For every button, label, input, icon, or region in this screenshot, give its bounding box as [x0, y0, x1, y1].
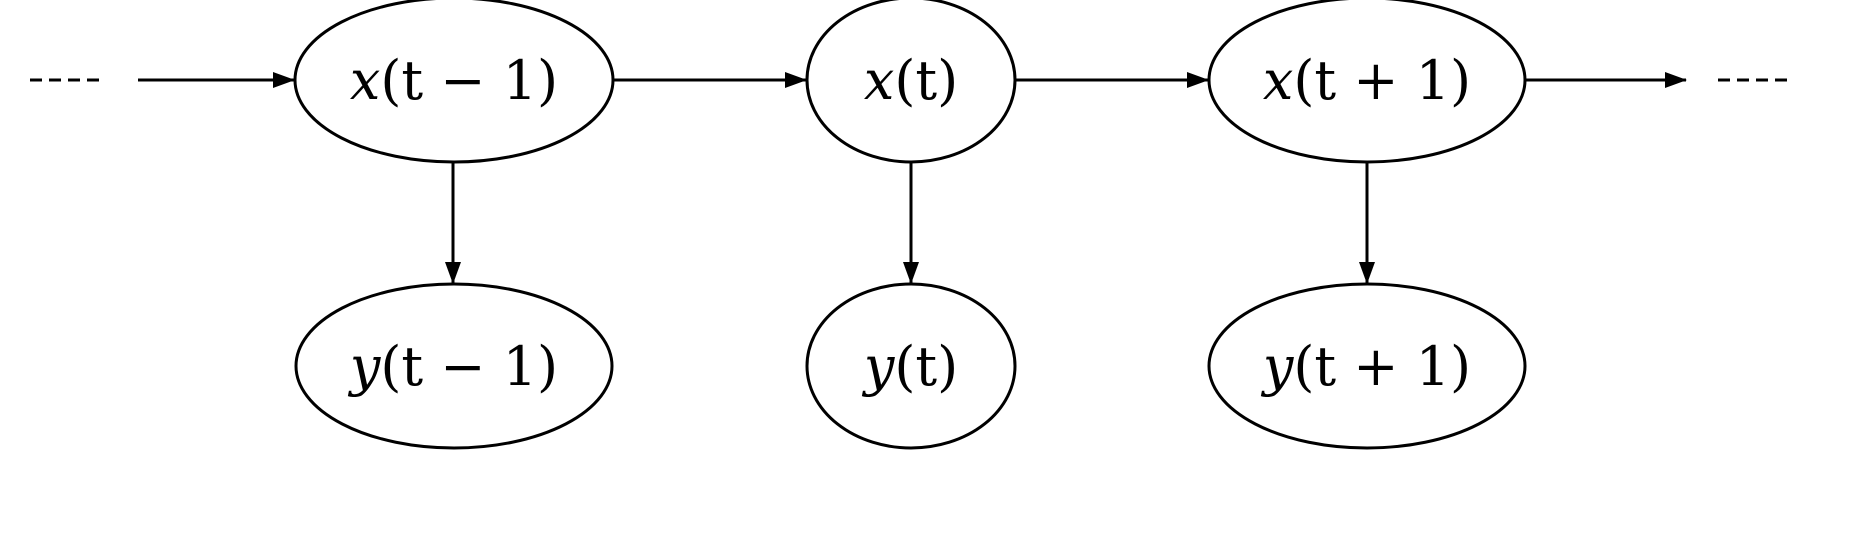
node-x-t-var: x [864, 49, 894, 112]
svg-text:y(t): y(t) [862, 335, 958, 398]
svg-text:x(t + 1): x(t + 1) [1263, 49, 1471, 112]
svg-text:x(t − 1): x(t − 1) [350, 49, 558, 112]
node-x-t-plus-1-arg: (t + 1) [1293, 49, 1471, 112]
node-y-t-arg: (t) [894, 335, 958, 398]
node-x-t-minus-1-arg: (t − 1) [380, 49, 558, 112]
node-x-t-arg: (t) [894, 49, 958, 112]
node-y-t-plus-1-arg: (t + 1) [1293, 335, 1471, 398]
node-y-t-plus-1-var: y [1261, 335, 1295, 398]
svg-text:y(t + 1): y(t + 1) [1261, 335, 1471, 398]
node-x-t: x(t) [805, 0, 1017, 164]
svg-text:x(t): x(t) [864, 49, 958, 112]
node-x-t-plus-1-var: x [1263, 49, 1293, 112]
node-y-t-minus-1-arg: (t − 1) [380, 335, 558, 398]
node-x-t-minus-1: x(t − 1) [293, 0, 615, 164]
node-y-t-minus-1: y(t − 1) [294, 282, 614, 450]
node-y-t-var: y [862, 335, 896, 398]
node-x-t-minus-1-var: x [350, 49, 380, 112]
node-x-t-plus-1: x(t + 1) [1207, 0, 1527, 164]
node-y-t-minus-1-var: y [348, 335, 382, 398]
svg-text:y(t − 1): y(t − 1) [348, 335, 558, 398]
node-y-t-plus-1: y(t + 1) [1207, 282, 1527, 450]
node-y-t: y(t) [805, 282, 1017, 450]
